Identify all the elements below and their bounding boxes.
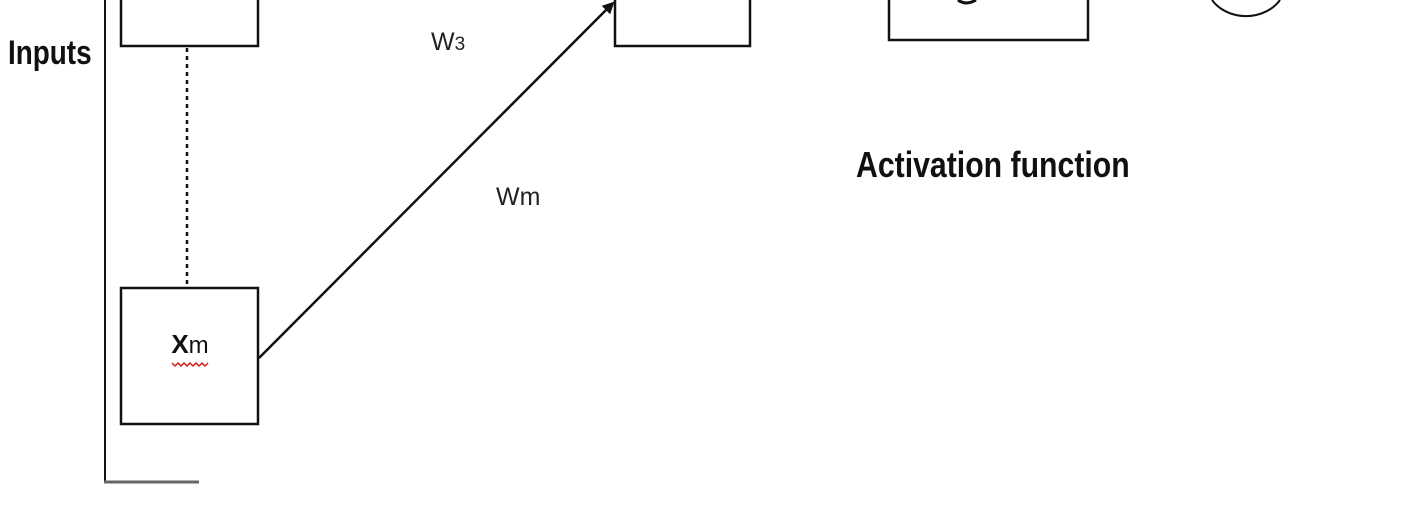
output-node — [1211, 0, 1281, 18]
activation-function-label: Activation function — [856, 146, 1130, 186]
activation-function-box — [887, 0, 1090, 42]
weight-label-w3: W3 — [431, 28, 465, 56]
activation-curve-fragment — [957, 0, 977, 5]
summation-node — [613, 0, 752, 48]
input-node-xm — [119, 286, 260, 426]
weight-label-wm: Wm — [496, 183, 540, 211]
inputs-label: Inputs — [8, 33, 92, 71]
input-node-xm-label: Xm — [171, 329, 208, 359]
weight-arrow-wm — [258, 1, 615, 359]
input-node-top — [119, 0, 260, 48]
spellcheck-underline — [171, 361, 209, 368]
